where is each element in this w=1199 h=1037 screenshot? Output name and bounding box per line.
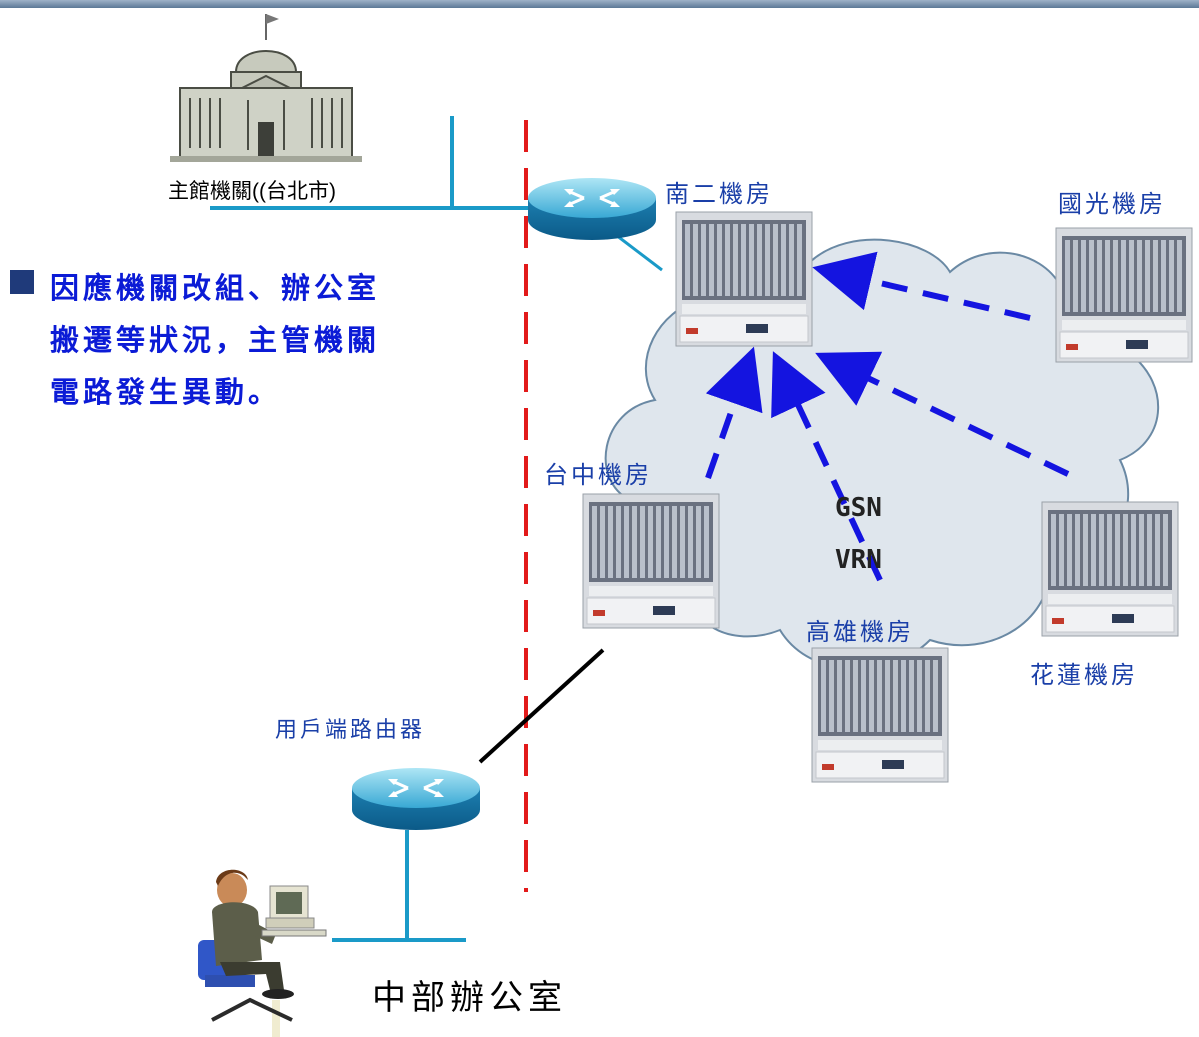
arrow-guo-guang-to-nan-er bbox=[812, 251, 1031, 321]
server-tai-zhong bbox=[582, 493, 720, 629]
customer-router-label: 用戶端路由器 bbox=[275, 718, 426, 743]
site-label-guo-guang: 國光機房 bbox=[1058, 190, 1166, 218]
hq-label: 主館機關((台北市) bbox=[168, 180, 336, 203]
server-hua-lian bbox=[1041, 501, 1179, 637]
bullet-square-icon bbox=[10, 270, 34, 294]
router-to-nan-er-link bbox=[611, 230, 663, 272]
hq-building-icon bbox=[170, 14, 362, 162]
arrow-tai-zhong-to-nan-er bbox=[705, 346, 763, 479]
network-label-gsn: GSN bbox=[835, 493, 882, 523]
site-label-nan-er: 南二機房 bbox=[665, 180, 773, 208]
server-nan-er bbox=[675, 211, 813, 347]
network-label-vrn: VRN bbox=[835, 545, 882, 575]
arrow-hua-lian-to-nan-er bbox=[815, 351, 1070, 477]
top-banner-bar bbox=[0, 0, 1199, 8]
customer-link bbox=[478, 648, 605, 764]
site-label-gao-xiong: 高雄機房 bbox=[806, 618, 914, 646]
site-label-hua-lian: 花蓮機房 bbox=[1030, 661, 1138, 689]
server-gao-xiong bbox=[811, 647, 949, 783]
bullet-text: 因應機關改組、辦公室搬遷等狀況，主管機關電路發生異動。 bbox=[50, 271, 381, 409]
office-label: 中部辦公室 bbox=[372, 978, 567, 1018]
hq-router-icon bbox=[526, 176, 658, 242]
office-worker-icon bbox=[198, 869, 327, 1037]
site-label-tai-zhong: 台中機房 bbox=[544, 461, 652, 489]
customer-router-icon bbox=[350, 766, 482, 832]
server-guo-guang bbox=[1055, 227, 1193, 363]
